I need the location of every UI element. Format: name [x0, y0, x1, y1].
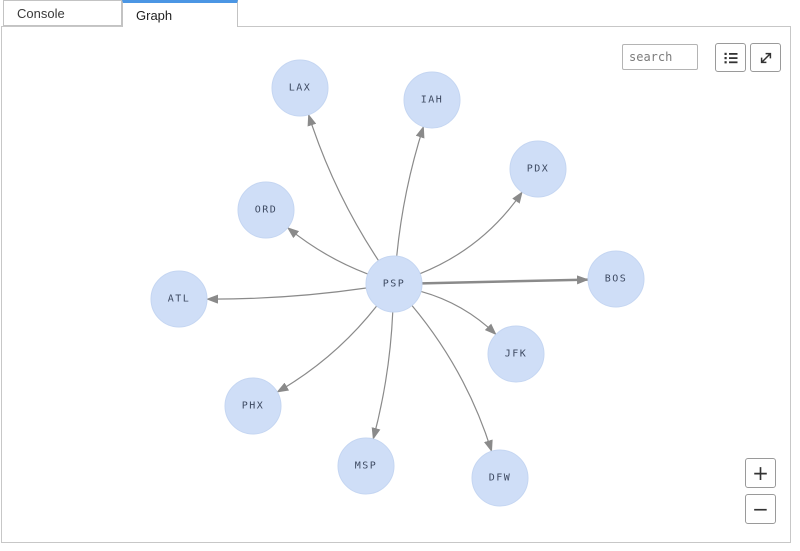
fullscreen-button[interactable]: [750, 43, 781, 72]
plus-icon: +: [752, 461, 769, 485]
graph-node-label: PDX: [527, 164, 550, 175]
tab-graph-label: Graph: [136, 7, 173, 23]
graph-edge-PSP-BOS: [421, 275, 590, 285]
graph-node-label: PSP: [383, 279, 406, 290]
graph-edge-PSP-LAX: [307, 113, 380, 261]
graph-edge-PSP-PDX: [419, 191, 523, 275]
graph-node-label: JFK: [505, 349, 528, 360]
graph-edge-PSP-IAH: [396, 125, 425, 257]
graph-node-PDX[interactable]: PDX: [509, 140, 567, 198]
graph-node-label: PHX: [242, 401, 265, 412]
graph-node-label: DFW: [489, 473, 512, 484]
graph-node-JFK[interactable]: JFK: [487, 325, 545, 383]
list-icon: [724, 52, 737, 63]
graph-edge-PSP-ATL: [206, 287, 367, 304]
graph-node-label: MSP: [355, 461, 378, 472]
graph-edge-PSP-DFW: [411, 305, 493, 453]
graph-edge-PSP-ORD: [286, 227, 369, 275]
zoom-in-button[interactable]: +: [745, 458, 776, 488]
graph-node-ORD[interactable]: ORD: [237, 181, 295, 239]
graph-edge-PSP-JFK: [420, 290, 497, 336]
graph-node-MSP[interactable]: MSP: [337, 437, 395, 495]
graph-node-label: ORD: [255, 205, 278, 216]
graph-node-label: BOS: [605, 274, 628, 285]
graph-canvas[interactable]: PSP LAX IAH PDX ORD BOS ATL JFK PHX MSP DFW: [2, 27, 790, 542]
tab-graph[interactable]: Graph: [122, 0, 238, 27]
legend-button[interactable]: [715, 43, 746, 72]
expand-arrows-icon: [760, 52, 771, 63]
graph-node-PSP[interactable]: PSP: [365, 255, 423, 313]
graph-node-label: ATL: [168, 294, 191, 305]
graph-node-label: IAH: [421, 95, 444, 106]
graph-edge-PSP-PHX: [276, 305, 378, 393]
graph-node-BOS[interactable]: BOS: [587, 250, 645, 308]
graph-node-DFW[interactable]: DFW: [471, 449, 529, 507]
minus-icon: −: [752, 497, 769, 521]
graph-node-IAH[interactable]: IAH: [403, 71, 461, 129]
tab-console-label: Console: [17, 5, 65, 21]
graph-panel: PSP LAX IAH PDX ORD BOS ATL JFK PHX MSP DFW + −: [1, 26, 791, 543]
tab-console[interactable]: Console: [3, 0, 122, 26]
zoom-out-button[interactable]: −: [745, 494, 776, 524]
search-input[interactable]: [622, 44, 698, 70]
graph-node-PHX[interactable]: PHX: [224, 377, 282, 435]
graph-node-ATL[interactable]: ATL: [150, 270, 208, 328]
graph-node-LAX[interactable]: LAX: [271, 59, 329, 117]
graph-node-label: LAX: [289, 83, 312, 94]
graph-edge-PSP-MSP: [371, 311, 394, 440]
